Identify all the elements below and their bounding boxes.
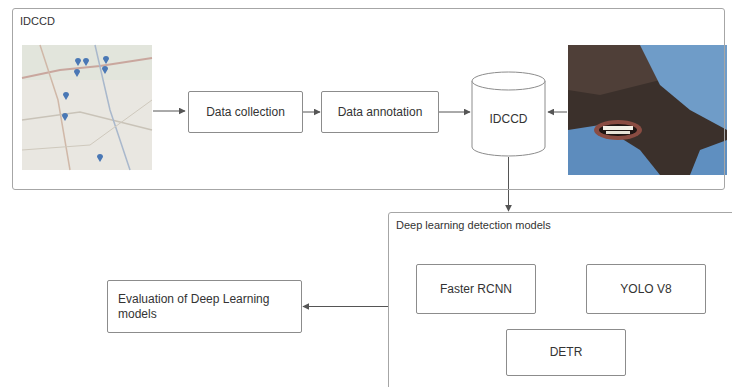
- node-label: Data annotation: [338, 105, 423, 120]
- map-road: [22, 100, 152, 150]
- glove: [690, 140, 727, 175]
- flow-arrow: [508, 157, 509, 211]
- database-cylinder: IDCCD: [471, 71, 546, 157]
- process-box: DETR: [506, 329, 626, 376]
- input-arrow: [153, 111, 185, 112]
- cylinder-body: [472, 81, 545, 156]
- group-frame: IDCCD Data collection Data annotation IDCCD: [12, 8, 725, 190]
- lips: [594, 120, 642, 140]
- glove: [640, 45, 727, 130]
- input-arrow: [548, 112, 567, 113]
- map-pin: [75, 58, 81, 66]
- map-pins: [62, 56, 109, 162]
- map-road: [95, 45, 130, 170]
- glove: [568, 125, 660, 175]
- map-pin: [97, 154, 103, 162]
- node-label: Data collection: [206, 105, 285, 120]
- photo-ground: [568, 45, 727, 175]
- process-box: Data annotation: [321, 91, 439, 133]
- node-label: Evaluation of Deep Learning models: [118, 292, 293, 322]
- map-ground: [22, 45, 152, 170]
- process-box: YOLO V8: [586, 264, 706, 314]
- map-pin: [103, 56, 109, 64]
- process-box: Faster RCNN: [416, 264, 536, 314]
- map-pin: [63, 92, 69, 100]
- group-title: Deep learning detection models: [396, 219, 551, 233]
- map-pin: [102, 66, 108, 74]
- mouth: [599, 124, 637, 136]
- node-label: IDCCD: [490, 112, 528, 127]
- map-pin: [74, 69, 80, 77]
- photo-illustration: [568, 45, 727, 175]
- node-label: Faster RCNN: [440, 282, 512, 297]
- map-pin: [62, 113, 68, 121]
- teeth: [603, 126, 633, 130]
- flow-arrow: [439, 112, 470, 113]
- node-label: DETR: [550, 345, 583, 360]
- map-road: [22, 58, 152, 78]
- flow-arrow: [303, 306, 388, 307]
- flow-arrow: [303, 112, 320, 113]
- map-pin: [83, 58, 89, 66]
- process-box: Data collection: [188, 91, 303, 133]
- process-box: Evaluation of Deep Learning models: [107, 280, 302, 333]
- teeth: [606, 131, 630, 134]
- group-frame: Deep learning detection modelsFaster RCN…: [388, 212, 732, 387]
- node-label: YOLO V8: [620, 282, 671, 297]
- group-title: IDCCD: [20, 15, 55, 29]
- cylinder-top: [472, 72, 545, 90]
- map-illustration: [22, 45, 152, 170]
- map-road: [40, 45, 70, 170]
